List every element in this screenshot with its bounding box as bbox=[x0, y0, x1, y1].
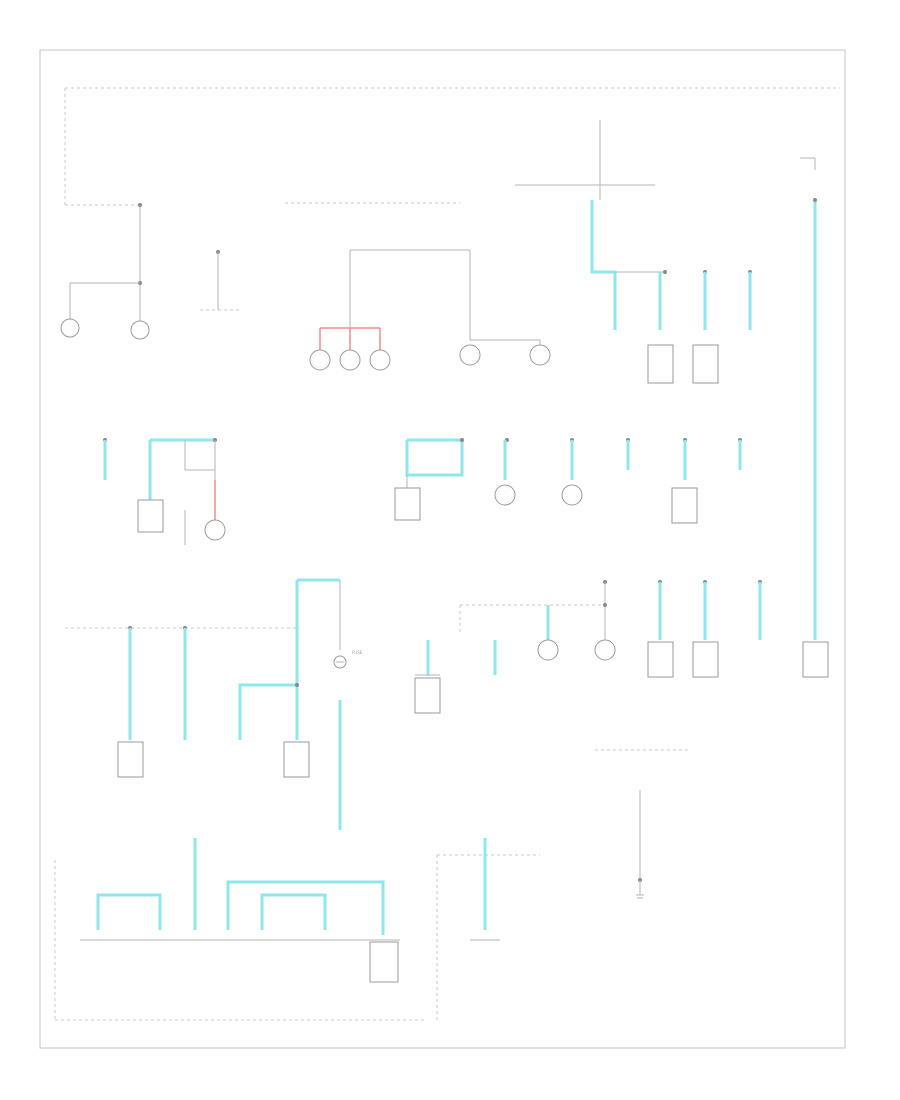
left-license-lamp bbox=[459, 344, 481, 366]
middle-center-branch bbox=[394, 438, 742, 524]
left-front-lamp bbox=[60, 318, 80, 338]
side-marker-lamp bbox=[339, 349, 361, 371]
right-lower-branch bbox=[595, 749, 690, 899]
brake-lamp bbox=[309, 349, 331, 371]
lamp-g bbox=[561, 484, 583, 506]
lamp-m bbox=[594, 639, 616, 661]
bottom-switch-branch bbox=[54, 838, 540, 1021]
module-a bbox=[647, 344, 674, 384]
module-k bbox=[414, 677, 441, 714]
module-c bbox=[137, 499, 164, 533]
connector-branch-a bbox=[200, 250, 240, 311]
lower-center-branch bbox=[414, 580, 829, 714]
module-q bbox=[369, 941, 399, 983]
diagram-frame bbox=[39, 49, 846, 1049]
module-j bbox=[283, 741, 310, 778]
lower-middle-harness bbox=[65, 578, 342, 830]
module-h bbox=[671, 487, 698, 524]
middle-left-branch bbox=[103, 438, 226, 545]
upper-right-ground-branch bbox=[590, 157, 817, 640]
top-harness-lines bbox=[64, 87, 840, 206]
right-front-lamp bbox=[130, 320, 150, 340]
module-i bbox=[117, 741, 144, 778]
fuse: FUSE bbox=[333, 650, 363, 669]
tail-lamp-branch bbox=[309, 249, 551, 371]
module-o bbox=[692, 641, 719, 678]
module-e bbox=[394, 487, 421, 521]
module-p bbox=[802, 641, 829, 678]
lamp-d bbox=[204, 519, 226, 541]
lamp-f bbox=[494, 484, 516, 506]
module-n bbox=[647, 641, 674, 678]
fuse-label: FUSE bbox=[352, 650, 363, 655]
right-license-lamp bbox=[529, 344, 551, 366]
lamp-l bbox=[537, 639, 559, 661]
front-lamp-ground-branch bbox=[60, 203, 150, 340]
turn-signal-lamp bbox=[369, 349, 391, 371]
module-b bbox=[692, 344, 719, 384]
